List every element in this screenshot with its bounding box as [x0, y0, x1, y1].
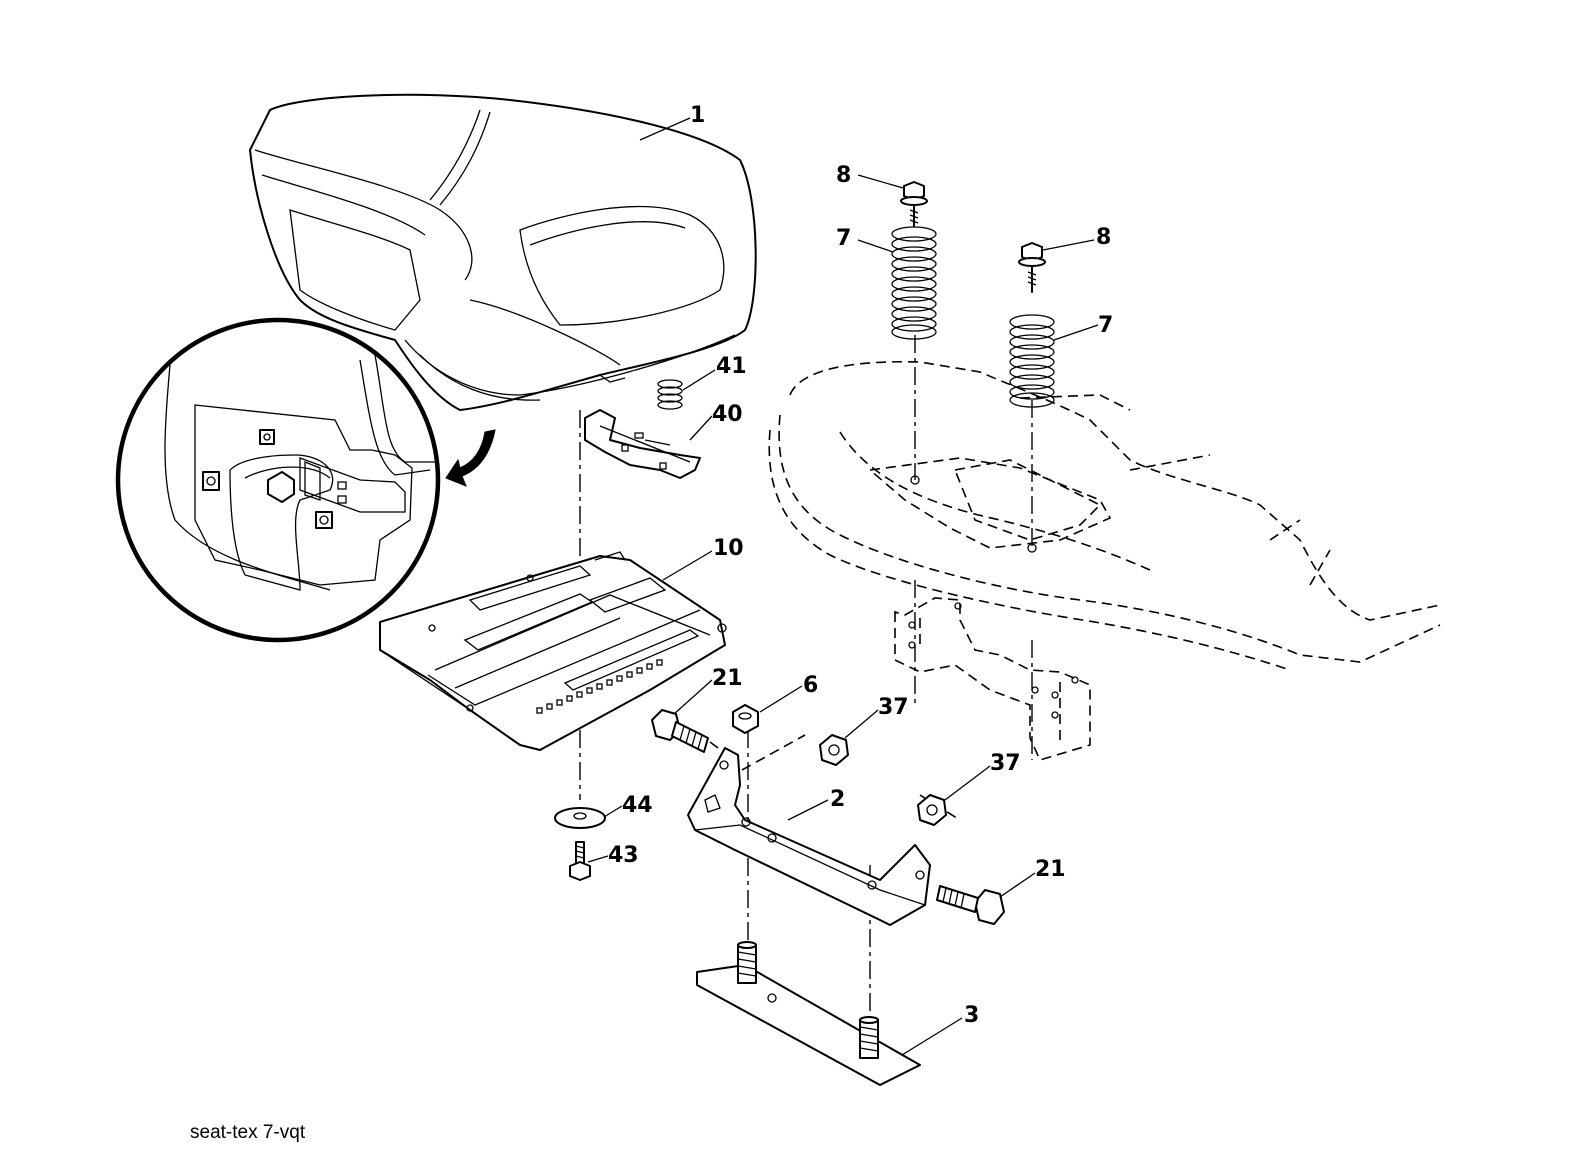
callout-40: 40 [712, 402, 743, 427]
nut-37-upper [819, 734, 849, 766]
diagram-code-label: seat-tex 7-vqt [190, 1122, 306, 1143]
callout-37-upper: 37 [878, 695, 909, 720]
bolt-43 [569, 841, 591, 881]
seat-pan-adjust-slots [536, 659, 663, 714]
washer-44 [554, 807, 606, 829]
callout-labels: 1 8 8 7 7 41 40 10 21 6 37 37 2 44 43 21… [608, 103, 1113, 1028]
callout-6: 6 [803, 673, 818, 698]
callout-3: 3 [964, 1003, 979, 1028]
spring-7-right [1009, 314, 1055, 408]
callout-37-lower: 37 [990, 751, 1021, 776]
screw-8-left [900, 181, 928, 227]
leader-lines [587, 117, 1099, 1056]
latch-plate-40 [584, 409, 701, 479]
callout-21-lower: 21 [1035, 857, 1066, 882]
callout-8-left: 8 [836, 163, 851, 188]
bolt-21-upper [651, 709, 709, 753]
seat-cushion [249, 93, 757, 411]
detail-view-circle [115, 317, 496, 643]
base-plate-3 [696, 964, 921, 1086]
bolt-21-lower [936, 885, 1005, 925]
nut-6 [732, 704, 759, 734]
callout-2: 2 [830, 787, 845, 812]
nut-37-lower [917, 794, 947, 826]
tractor-frame-outline [768, 360, 1441, 761]
callout-44: 44 [622, 793, 653, 818]
callout-10: 10 [713, 536, 744, 561]
callout-41: 41 [716, 354, 747, 379]
callout-8-right: 8 [1096, 225, 1111, 250]
callout-21-upper: 21 [712, 666, 743, 691]
callout-7-left: 7 [836, 226, 851, 251]
seat-bracket-2 [687, 747, 931, 926]
spring-41 [657, 379, 683, 410]
callout-43: 43 [608, 843, 639, 868]
callout-1: 1 [690, 103, 705, 128]
stud-left [737, 941, 757, 984]
screw-8-right [1018, 242, 1046, 293]
spring-7-left [891, 226, 937, 340]
callout-7-right: 7 [1098, 313, 1113, 338]
stud-right [859, 1016, 879, 1059]
seat-pan-10 [379, 551, 727, 751]
